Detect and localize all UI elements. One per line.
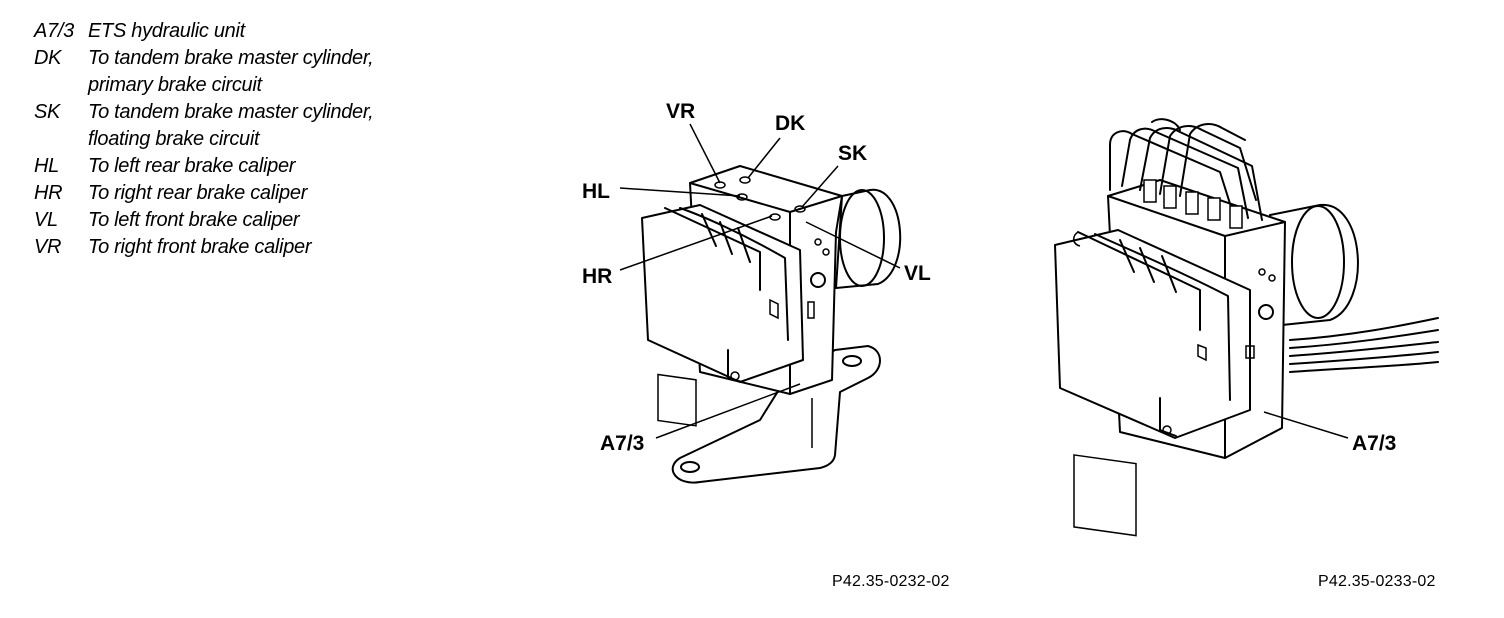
legend-text: floating brake circuit <box>88 128 260 150</box>
legend-description: To left front brake caliper <box>88 207 300 234</box>
leader-vr <box>689 123 721 184</box>
legend-description: To right front brake caliper <box>88 234 312 261</box>
legend-row-vr: VR To right front brake caliper <box>34 234 373 261</box>
legend-description: ETS hydraulic unit <box>88 18 245 45</box>
legend-code: HR <box>34 182 63 204</box>
legend-description: To tandem brake master cylinder, primary… <box>88 45 374 99</box>
leader-lines-left <box>619 123 901 439</box>
callout-hl: HL <box>582 180 610 203</box>
legend-code: A7/3 <box>34 20 74 42</box>
legend-code: VR <box>34 236 62 258</box>
callout-a73-left: A7/3 <box>600 432 644 455</box>
callout-dk: DK <box>775 112 805 135</box>
legend-text: To right front brake caliper <box>88 236 312 258</box>
leader-a73-left <box>655 383 801 439</box>
leader-hl <box>619 187 741 197</box>
legend-code: VL <box>34 209 58 231</box>
legend-row-sk: SK To tandem brake master cylinder, floa… <box>34 99 374 153</box>
legend-text: To tandem brake master cylinder, <box>88 47 374 69</box>
legend-row-vl: VL To left front brake caliper <box>34 207 373 234</box>
legend-row-hl: HL To left rear brake caliper <box>34 153 373 180</box>
legend-code: DK <box>34 47 62 69</box>
legend-text: primary brake circuit <box>88 74 262 96</box>
pump-motor-cylinder <box>1269 203 1359 326</box>
callout-hr: HR <box>582 265 612 288</box>
callout-vr: VR <box>666 100 695 123</box>
legend-description: To left rear brake caliper <box>88 153 295 180</box>
legend-row-hr: HR To right rear brake caliper <box>34 180 373 207</box>
leader-sk <box>801 165 839 208</box>
control-module <box>641 204 815 427</box>
legend-code: HL <box>34 155 59 177</box>
legend-text: To tandem brake master cylinder, <box>88 101 374 123</box>
control-module <box>1054 229 1255 537</box>
cable-harness <box>1289 317 1439 373</box>
figure-ref-left: P42.35-0232-02 <box>832 573 950 590</box>
legend: A7/3 ETS hydraulic unit DK To tandem bra… <box>34 18 374 261</box>
legend-description: To tandem brake master cylinder, floatin… <box>88 99 374 153</box>
leader-dk <box>747 137 781 179</box>
legend-row-dk: DK To tandem brake master cylinder, prim… <box>34 45 374 99</box>
legend-text: To left rear brake caliper <box>88 155 296 177</box>
legend-row-a73: A7/3 ETS hydraulic unit <box>34 18 373 45</box>
callout-a73-right: A7/3 <box>1352 432 1396 455</box>
figure-ref-right: P42.35-0233-02 <box>1318 573 1436 590</box>
legend-code: SK <box>34 101 61 123</box>
callout-vl: VL <box>904 262 931 285</box>
leader-a73-right <box>1263 411 1349 439</box>
legend-text: To left front brake caliper <box>88 209 300 231</box>
leader-vl <box>805 221 901 269</box>
legend-text: ETS hydraulic unit <box>88 20 245 42</box>
leader-hr <box>619 215 773 271</box>
legend-description: To right rear brake caliper <box>88 180 307 207</box>
callout-sk: SK <box>838 142 867 165</box>
brake-pipes <box>1109 118 1263 229</box>
legend-text: To right rear brake caliper <box>88 182 308 204</box>
